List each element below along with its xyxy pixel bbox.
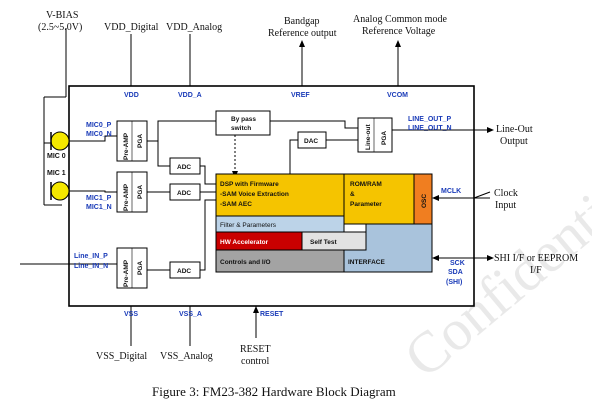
pin-vss-a: VSS_A xyxy=(179,311,202,318)
pga-mic1-label: PGA xyxy=(137,185,144,199)
pin-sck: SCK xyxy=(450,260,465,267)
pin-mic0-p: MIC0_P xyxy=(86,122,112,129)
mic0-label: MIC 0 xyxy=(47,153,66,160)
pga-line-label: PGA xyxy=(137,261,144,275)
vss-digital-label: VSS_Digital xyxy=(96,351,147,362)
bypass-label-2: switch xyxy=(231,125,251,132)
lineout-pga-label-2: PGA xyxy=(381,131,388,145)
pin-mic1-n: MIC1_N xyxy=(86,204,112,211)
bypass-switch xyxy=(215,110,271,136)
clock-label-2: Input xyxy=(495,200,516,211)
pin-sda: SDA xyxy=(448,269,463,276)
bypass-label-1: By pass xyxy=(231,116,256,123)
dsp-label-2: -SAM Voice Extraction xyxy=(220,191,289,198)
interface-label: INTERFACE xyxy=(348,259,386,266)
dsp-label-1: DSP with Firmware xyxy=(220,181,279,188)
pin-mic1-p: MIC1_P xyxy=(86,195,112,202)
pin-shi: (SHI) xyxy=(446,279,462,286)
osc-label: OSC xyxy=(421,194,428,208)
lineout-label-2: Output xyxy=(500,136,528,147)
bandgap-label-1: Bandgap xyxy=(284,16,320,27)
mic1-label: MIC 1 xyxy=(47,170,66,177)
vbias-title: V-BIAS xyxy=(46,10,78,21)
chip-outline xyxy=(68,85,475,307)
adc-1-label: ADC xyxy=(177,164,191,171)
figure-caption: Figure 3: FM23-382 Hardware Block Diagra… xyxy=(152,384,396,399)
adc-3-label: ADC xyxy=(177,268,191,275)
lineout-label-1: Line-Out xyxy=(496,124,533,135)
vss-analog-label: VSS_Analog xyxy=(160,351,213,362)
lineout-pga-label-1: Line-out xyxy=(365,124,372,150)
reset-arrow xyxy=(253,306,259,313)
shi-label-2: I/F xyxy=(530,265,542,276)
vcom-arrow xyxy=(395,40,401,47)
lineout-pga xyxy=(357,117,393,153)
adc-wiring xyxy=(147,120,216,271)
acm-label-2: Reference Voltage xyxy=(362,26,436,37)
rom-ram-label-2: & xyxy=(350,191,355,198)
pin-line-out-n: LINE_OUT_N xyxy=(408,125,452,132)
preamp-mic0 xyxy=(116,120,148,162)
rom-ram-label-1: ROM/RAM xyxy=(350,181,382,188)
pin-line-out-p: LINE_OUT_P xyxy=(408,116,452,123)
bandgap-label-2: Reference output xyxy=(268,28,337,39)
shi-label-1: SHI I/F or EEPROM xyxy=(494,253,578,264)
preamp-line-label: Pre-AMP xyxy=(123,259,130,287)
pin-reset: RESET xyxy=(260,311,284,318)
interface-block xyxy=(343,223,433,273)
reset-control-label-2: control xyxy=(241,356,270,367)
mic1-icon xyxy=(50,181,70,201)
preamp-mic0-label: Pre-AMP xyxy=(123,132,130,160)
top-pin-stubs xyxy=(65,28,399,97)
rom-ram-label-3: Parameter xyxy=(350,201,382,208)
pin-vdd: VDD xyxy=(124,92,139,99)
pga-mic0-label: PGA xyxy=(137,134,144,148)
mic0-icon xyxy=(50,131,70,151)
vbias-range: (2.5~5.0V) xyxy=(38,22,82,33)
preamp-mic1-label: Pre-AMP xyxy=(123,183,130,211)
pin-mic0-n: MIC0_N xyxy=(86,131,112,138)
hw-accelerator-label: HW Accelerator xyxy=(220,239,269,246)
vref-arrow xyxy=(299,40,305,47)
pin-vdd-a: VDD_A xyxy=(178,92,202,99)
controls-label: Controls and I/O xyxy=(220,259,271,266)
dsp-label-3: -SAM AEC xyxy=(220,201,252,208)
pin-vref: VREF xyxy=(291,92,310,99)
pin-mclk: MCLK xyxy=(441,188,461,195)
vdd-analog-label: VDD_Analog xyxy=(166,22,222,33)
pin-line-in-p: Line_IN_P xyxy=(74,253,108,260)
dac-label: DAC xyxy=(304,138,318,145)
dsp-block xyxy=(215,173,345,217)
rom-ram-block xyxy=(343,173,415,225)
preamp-line xyxy=(116,247,148,289)
vdd-digital-label: VDD_Digital xyxy=(104,22,159,33)
acm-label-1: Analog Common mode xyxy=(353,14,447,25)
clock-label-1: Clock xyxy=(494,188,518,199)
reset-control-label-1: RESET xyxy=(240,344,271,355)
self-test-label: Self Test xyxy=(310,239,337,246)
pin-line-in-n: Line_IN_N xyxy=(74,263,108,270)
filter-label: Filter & Parameters xyxy=(220,222,277,229)
input-wiring xyxy=(20,135,117,265)
pin-vss: VSS xyxy=(124,311,138,318)
pin-vcom: VCOM xyxy=(387,92,408,99)
adc-2-label: ADC xyxy=(177,190,191,197)
